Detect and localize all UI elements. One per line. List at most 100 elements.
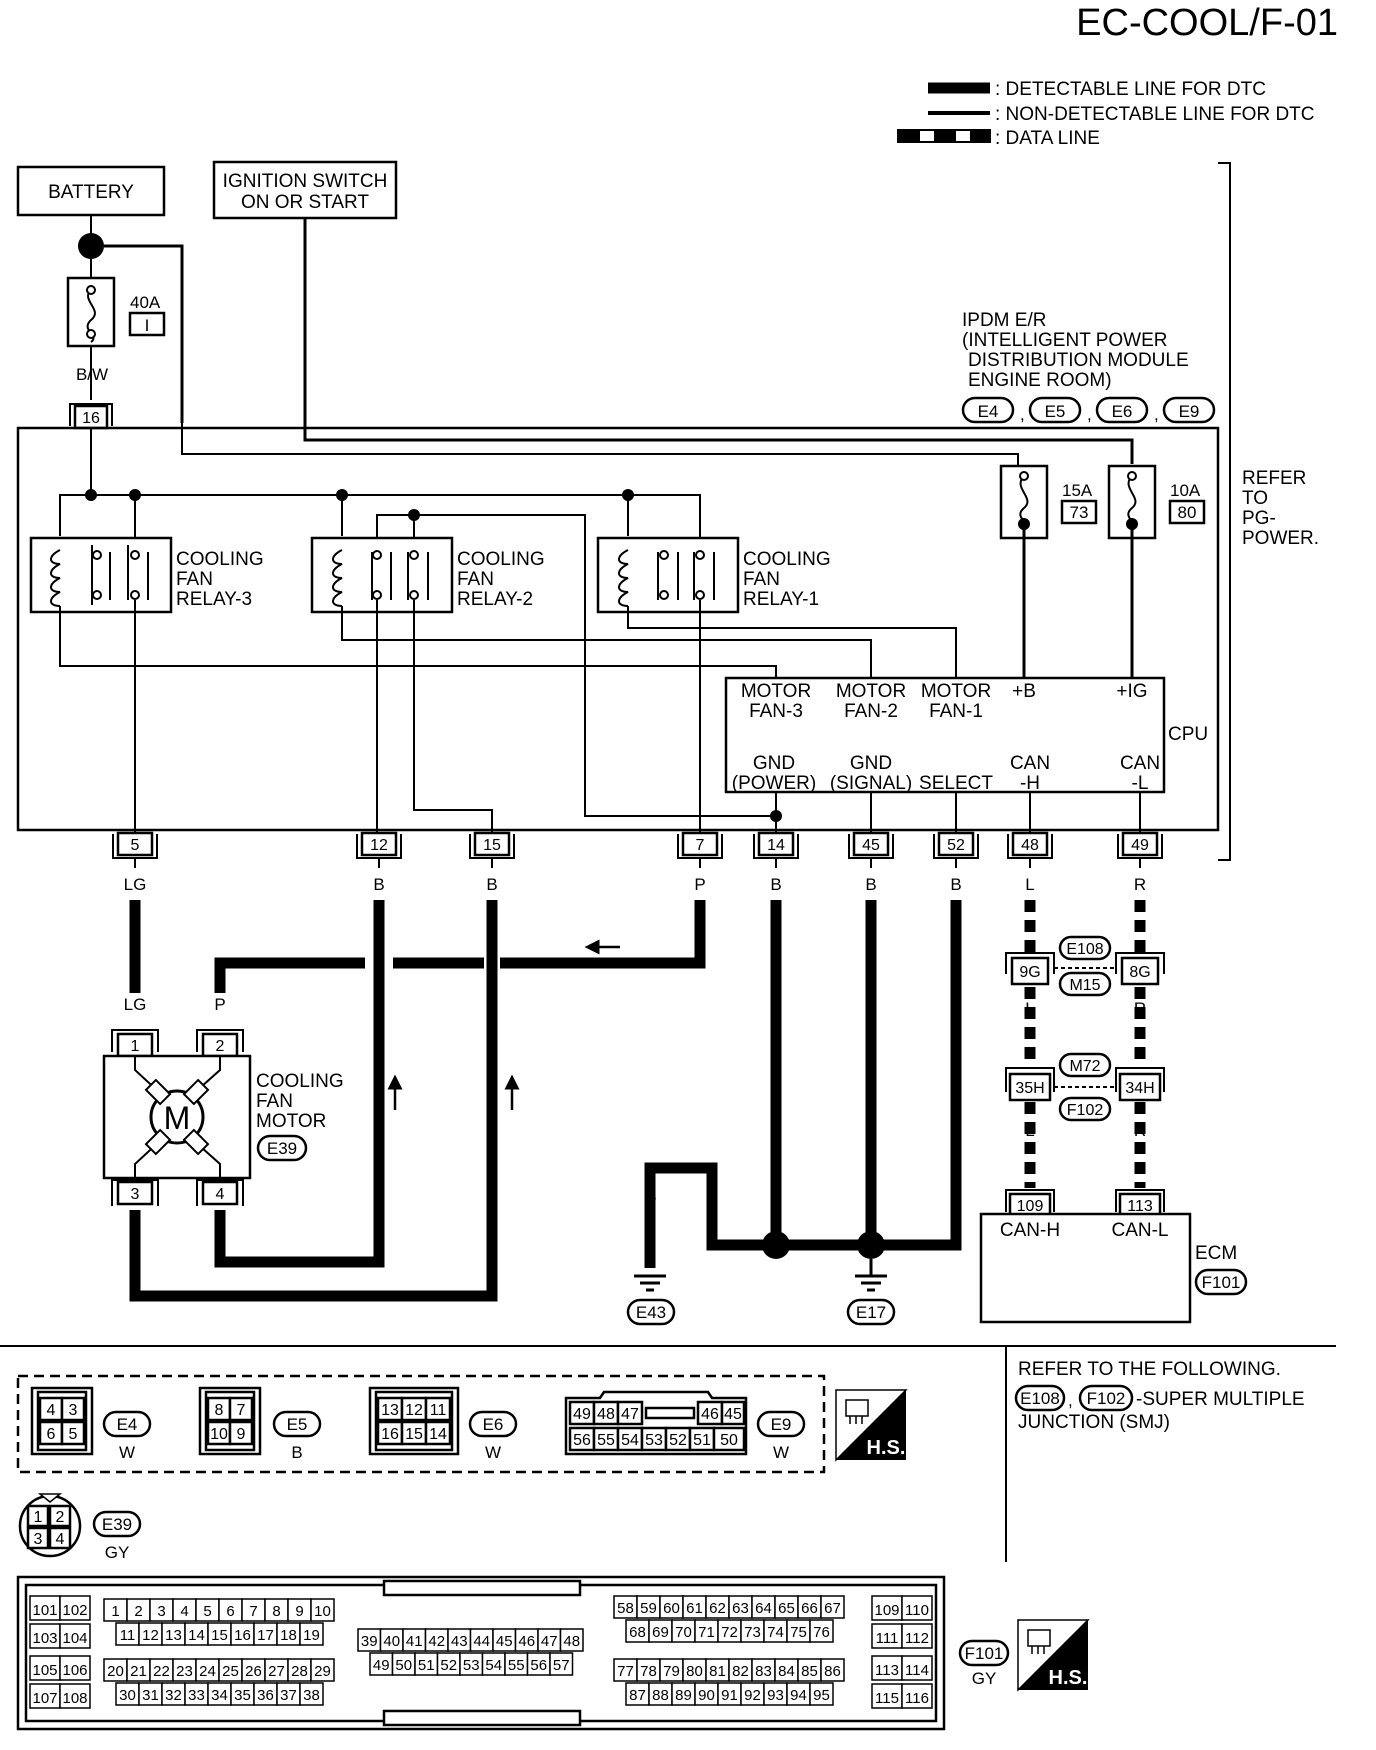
f101-pin-cell bbox=[871, 1595, 903, 1621]
terminal-box bbox=[937, 831, 975, 857]
terminal-number: 15 bbox=[483, 837, 501, 854]
f101-pin-number: 53 bbox=[463, 1657, 480, 1674]
terminal-wire-color: B bbox=[486, 875, 497, 894]
connector-view-e4: 4 3 6 5 bbox=[30, 1386, 94, 1456]
fuse-40a-id-box bbox=[128, 311, 166, 337]
battery-box bbox=[16, 165, 166, 217]
cpu-box bbox=[724, 676, 1166, 794]
battery-splice bbox=[78, 233, 104, 259]
fuse-40a-rating: 40A bbox=[130, 293, 161, 312]
f101-pin-number: 21 bbox=[130, 1663, 147, 1680]
joint2-right: 34H bbox=[1125, 1080, 1154, 1097]
ground-splice-1 bbox=[762, 1231, 790, 1259]
motor-wire-lg: LG bbox=[124, 995, 147, 1014]
ground-wire-b-3: B bbox=[770, 1187, 781, 1206]
e9-pin-51: 51 bbox=[693, 1432, 711, 1449]
motor-label-1: COOLING bbox=[256, 1071, 344, 1092]
cpu-can-h-1: CAN bbox=[1010, 753, 1050, 774]
f101-pin-number: 84 bbox=[778, 1663, 795, 1680]
ecm-can-h: CAN-H bbox=[1000, 1220, 1060, 1241]
f101-pin-number: 48 bbox=[563, 1633, 580, 1650]
terminal-wire-color: B bbox=[950, 875, 961, 894]
e39-pin-2: 2 bbox=[56, 1509, 65, 1526]
legend-non-detectable: : NON-DETECTABLE LINE FOR DTC bbox=[995, 104, 1315, 125]
f101-pin-number: 81 bbox=[709, 1663, 726, 1680]
f101-pin-number: 66 bbox=[801, 1600, 818, 1617]
f101-pin-number: 77 bbox=[617, 1663, 634, 1680]
hs-badge-2: H.S. bbox=[1017, 1619, 1090, 1692]
can-wire-l-1: L bbox=[1025, 999, 1034, 1018]
terminal-wire-color: R bbox=[1134, 875, 1146, 894]
ipdm-connectors: E4 , E5 , E6 , E9 bbox=[961, 396, 1216, 424]
f101-pin-number: 95 bbox=[813, 1687, 830, 1704]
terminal-box bbox=[681, 831, 719, 857]
cpu-motor-fan3-1: MOTOR bbox=[741, 681, 811, 702]
f101-pin-number: 89 bbox=[675, 1687, 692, 1704]
f101-pin-number: 104 bbox=[62, 1630, 87, 1647]
terminal-number: 12 bbox=[370, 837, 388, 854]
f101-pin-number: 36 bbox=[257, 1687, 274, 1704]
relay-3-line1: COOLING bbox=[176, 549, 264, 570]
connector-views-frame bbox=[16, 1374, 826, 1474]
refer-pg-4: POWER. bbox=[1242, 528, 1319, 549]
f101-pin-cell bbox=[549, 1652, 574, 1676]
f101-pin-number: 103 bbox=[32, 1630, 57, 1647]
cpu-motor-fan3-2: FAN-3 bbox=[749, 701, 803, 722]
ipdm-sep-1: , bbox=[1020, 405, 1025, 424]
terminal-wire-color: P bbox=[694, 875, 705, 894]
f101-pin-number: 57 bbox=[553, 1657, 570, 1674]
terminal-number: 52 bbox=[947, 837, 965, 854]
e4-pin-3: 3 bbox=[69, 1402, 78, 1419]
cpu-gnd-power-1: GND bbox=[753, 753, 795, 774]
terminal-box bbox=[360, 831, 398, 857]
f101-pin-number: 105 bbox=[32, 1662, 57, 1679]
f101-pin-number: 45 bbox=[496, 1633, 513, 1650]
connector-view-e6: 13 12 11 16 15 14 bbox=[368, 1386, 460, 1456]
f101-pin-number: 67 bbox=[824, 1600, 841, 1617]
motor-symbol: M bbox=[164, 1100, 191, 1136]
f101-pin-number: 111 bbox=[876, 1630, 899, 1647]
f101-pin-number: 10 bbox=[314, 1603, 331, 1620]
f101-pin-number: 12 bbox=[142, 1627, 159, 1644]
e9-pin-47: 47 bbox=[621, 1406, 639, 1423]
joint2-tag-f102: F102 bbox=[1067, 1102, 1104, 1119]
f101-pin-number: 15 bbox=[211, 1627, 228, 1644]
f101-pin-cell bbox=[299, 1682, 324, 1706]
terminal-wire-color: L bbox=[1025, 875, 1034, 894]
cpu-can-l-1: CAN bbox=[1120, 753, 1160, 774]
f101-pin-number: 7 bbox=[249, 1603, 257, 1620]
e39-pin-1: 1 bbox=[34, 1509, 43, 1526]
relay-1-line2: FAN bbox=[743, 569, 780, 590]
f101-id: F101 bbox=[965, 1644, 1004, 1663]
f101-pin-cell bbox=[871, 1655, 903, 1681]
motor-label-3: MOTOR bbox=[256, 1111, 326, 1132]
cpu-bottom-pins: GND (POWER) GND (SIGNAL) SELECT CAN -H C… bbox=[732, 753, 1160, 794]
ecm-label: ECM bbox=[1195, 1243, 1237, 1264]
f101-pin-number: 50 bbox=[395, 1657, 412, 1674]
fuse-10a-rating: 10A bbox=[1170, 481, 1201, 500]
e9-pin-46: 46 bbox=[701, 1406, 719, 1423]
e4-color: W bbox=[119, 1443, 135, 1462]
f101-pin-cell bbox=[59, 1655, 91, 1681]
f101-pin-number: 4 bbox=[180, 1603, 188, 1620]
f101-pin-number: 26 bbox=[245, 1663, 262, 1680]
terminal-box bbox=[852, 831, 890, 857]
terminal-box bbox=[1121, 831, 1159, 857]
diagram-code: EC-COOL/F-01 bbox=[1076, 2, 1338, 44]
terminal-box bbox=[473, 831, 511, 857]
refer-pg-2: TO bbox=[1242, 488, 1268, 509]
legend-detectable: : DETECTABLE LINE FOR DTC bbox=[995, 79, 1266, 100]
f101-pin-number: 114 bbox=[905, 1662, 929, 1679]
joint2-left: 35H bbox=[1015, 1080, 1044, 1097]
f101-pin-number: 33 bbox=[188, 1687, 205, 1704]
f101-pin-number: 27 bbox=[268, 1663, 285, 1680]
f101-pin-number: 14 bbox=[188, 1627, 205, 1644]
e5-pin-9: 9 bbox=[237, 1426, 246, 1443]
terminal-wire-color: B bbox=[865, 875, 876, 894]
terminal-box bbox=[757, 831, 795, 857]
joint1-tag-m15: M15 bbox=[1069, 977, 1100, 994]
ecm-pin-113: 113 bbox=[1127, 1198, 1153, 1215]
f101-pin-number: 49 bbox=[373, 1657, 390, 1674]
hs-label-1: H.S. bbox=[867, 1437, 906, 1459]
e9-id: E9 bbox=[771, 1415, 792, 1434]
